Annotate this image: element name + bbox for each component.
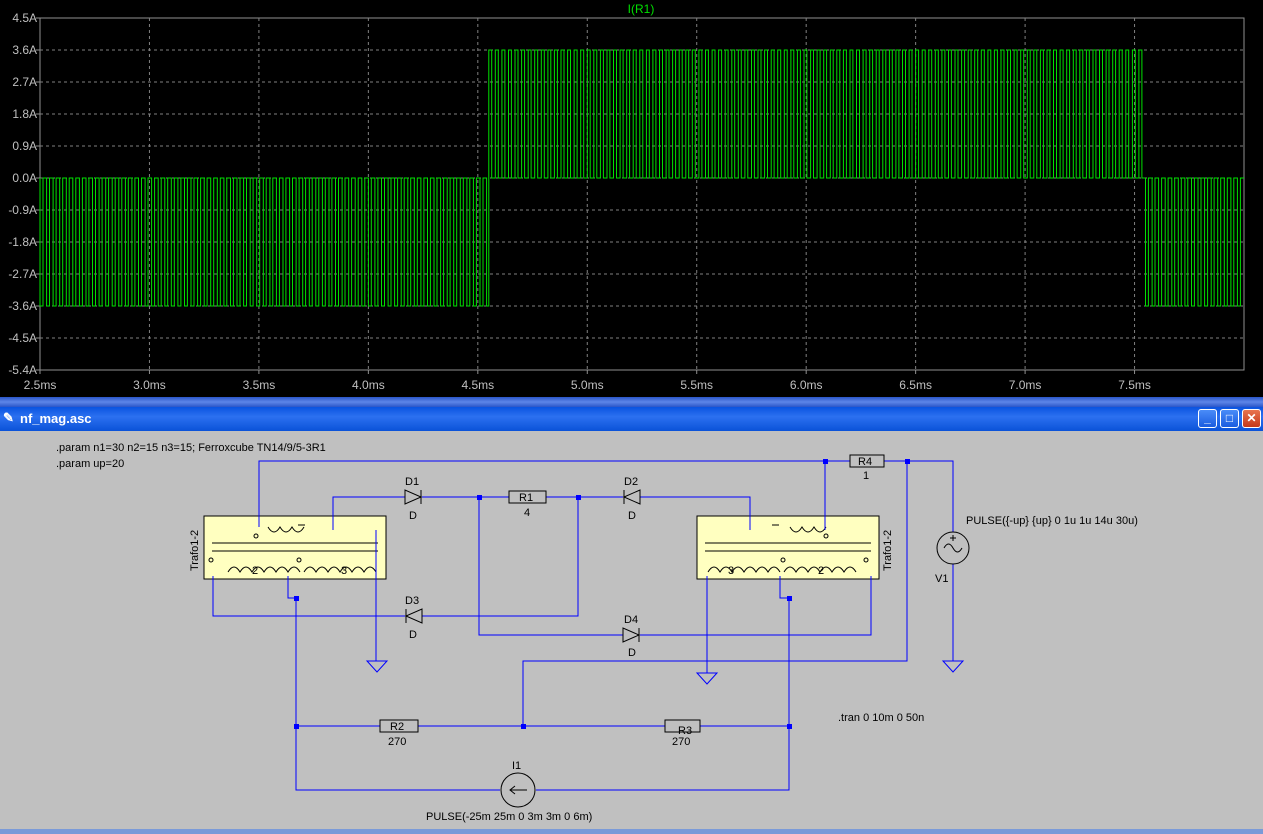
r2-value: 270 xyxy=(388,736,406,748)
r2-label: R2 xyxy=(390,721,404,733)
param-directive-2[interactable]: .param up=20 xyxy=(56,458,124,470)
r1-value: 4 xyxy=(524,507,530,519)
y-axis-ticks: 4.5A 3.6A 2.7A 1.8A 0.9A 0.0A -0.9A -1.8A -2.7A -… xyxy=(8,11,37,377)
voltage-source-v1[interactable] xyxy=(936,531,970,565)
y-tick-label: -1.8A xyxy=(8,235,37,249)
y-tick-label: -4.5A xyxy=(8,331,37,345)
x-tick-label: 3.5ms xyxy=(243,378,276,392)
d3-model: D xyxy=(409,629,417,641)
d1-label: D1 xyxy=(405,476,419,488)
resistor-r3[interactable] xyxy=(664,719,701,733)
x-tick-label: 5.5ms xyxy=(680,378,713,392)
r3-label: R3 xyxy=(678,725,692,737)
winding-3-right: 3 xyxy=(728,565,734,577)
param-directive-1[interactable]: .param n1=30 n2=15 n3=15; Ferroxcube TN1… xyxy=(56,442,326,454)
schematic-editor[interactable]: .param n1=30 n2=15 n3=15; Ferroxcube TN1… xyxy=(0,431,1263,829)
close-button[interactable]: ✕ xyxy=(1242,409,1261,428)
y-tick-label: 4.5A xyxy=(12,11,37,25)
y-tick-label: -2.7A xyxy=(8,267,37,281)
trafo-left-core xyxy=(208,524,378,573)
resistor-r4[interactable] xyxy=(849,454,885,468)
x-tick-label: 6.5ms xyxy=(899,378,932,392)
diode-d4[interactable] xyxy=(622,627,641,643)
plot-canvas[interactable]: 4.5A 3.6A 2.7A 1.8A 0.9A 0.0A -0.9A -1.8A -2.7A -… xyxy=(0,0,1263,397)
x-tick-label: 4.0ms xyxy=(352,378,385,392)
pane-separator[interactable] xyxy=(0,397,1263,407)
junctions xyxy=(294,459,910,729)
y-tick-label: 0.9A xyxy=(12,139,37,153)
d2-model: D xyxy=(628,510,636,522)
y-tick-label: 2.7A xyxy=(12,75,37,89)
trafo-left-box[interactable] xyxy=(203,515,387,580)
ground-symbols xyxy=(365,660,965,685)
trafo-right-box[interactable] xyxy=(696,515,880,580)
resistor-r2[interactable] xyxy=(379,719,419,733)
r1-label: R1 xyxy=(519,492,533,504)
trafo-left-label[interactable]: Trafo1-2 xyxy=(189,530,201,571)
y-tick-label: 0.0A xyxy=(12,171,37,185)
schematic-window-titlebar[interactable]: ✎ nf_mag.asc _ □ ✕ xyxy=(0,407,1263,431)
resistor-r1[interactable] xyxy=(508,490,547,504)
d2-label: D2 xyxy=(624,476,638,488)
waveform-viewer[interactable]: 4.5A 3.6A 2.7A 1.8A 0.9A 0.0A -0.9A -1.8A -2.7A -… xyxy=(0,0,1263,397)
trafo-right-label[interactable]: Trafo1-2 xyxy=(882,530,894,571)
d4-label: D4 xyxy=(624,614,638,626)
diode-d2[interactable] xyxy=(622,489,641,505)
minimize-button[interactable]: _ xyxy=(1198,409,1217,428)
r4-value: 1 xyxy=(863,470,869,482)
d4-model: D xyxy=(628,647,636,659)
trace-i-r1 xyxy=(39,49,1244,307)
v1-label: V1 xyxy=(935,573,948,585)
tran-directive[interactable]: .tran 0 10m 0 50n xyxy=(838,712,924,724)
trace-path xyxy=(39,49,1244,307)
y-tick-label: 3.6A xyxy=(12,43,37,57)
y-tick-label: -5.4A xyxy=(8,363,37,377)
wires xyxy=(212,460,954,791)
i1-value[interactable]: PULSE(-25m 25m 0 3m 3m 0 6m) xyxy=(426,811,592,823)
x-tick-label: 7.5ms xyxy=(1118,378,1151,392)
window-title: nf_mag.asc xyxy=(20,411,92,426)
current-source-i1[interactable] xyxy=(500,772,536,808)
x-tick-label: 7.0ms xyxy=(1009,378,1042,392)
x-tick-label: 2.5ms xyxy=(24,378,57,392)
ltspice-icon: ✎ xyxy=(3,410,14,425)
diode-d1[interactable] xyxy=(404,489,423,505)
y-tick-label: -0.9A xyxy=(8,203,37,217)
window-bottom-border xyxy=(0,829,1263,834)
i1-label: I1 xyxy=(512,760,521,772)
x-tick-label: 4.5ms xyxy=(461,378,494,392)
winding-3-left: 3 xyxy=(341,565,347,577)
y-tick-label: 1.8A xyxy=(12,107,37,121)
r4-label: R4 xyxy=(858,456,872,468)
maximize-button[interactable]: □ xyxy=(1220,409,1239,428)
v1-value[interactable]: PULSE({-up} {up} 0 1u 1u 14u 30u) xyxy=(966,515,1138,527)
d3-label: D3 xyxy=(405,595,419,607)
trace-label-i-r1[interactable]: I(R1) xyxy=(628,2,655,16)
trafo-right-core xyxy=(705,524,871,573)
x-tick-label: 3.0ms xyxy=(133,378,166,392)
r3-value: 270 xyxy=(672,736,690,748)
d1-model: D xyxy=(409,510,417,522)
x-tick-label: 5.0ms xyxy=(571,378,604,392)
winding-2-right: 2 xyxy=(818,565,824,577)
winding-2-left: 2 xyxy=(252,565,258,577)
y-tick-label: -3.6A xyxy=(8,299,37,313)
schematic-canvas[interactable]: .param n1=30 n2=15 n3=15; Ferroxcube TN1… xyxy=(0,431,1263,829)
diode-d3[interactable] xyxy=(404,608,423,624)
x-tick-label: 6.0ms xyxy=(790,378,823,392)
x-axis-ticks: 2.5ms 3.0ms 3.5ms 4.0ms 4.5ms 5.0ms 5.5ms 6.0ms… xyxy=(24,378,1151,392)
